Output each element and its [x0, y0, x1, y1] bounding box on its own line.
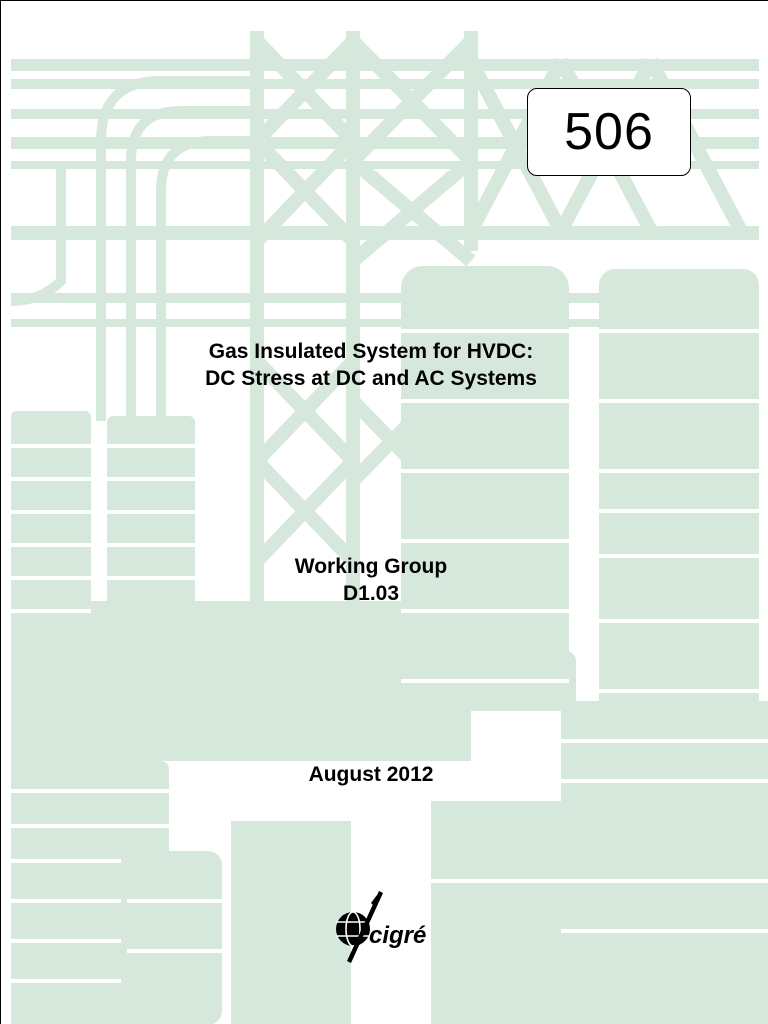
title-line-2: DC Stress at DC and AC Systems	[205, 367, 537, 390]
brochure-number-box: 506	[527, 88, 691, 176]
publication-date: August 2012	[308, 763, 434, 786]
svg-text:cigré: cigré	[369, 922, 426, 949]
brochure-title: Gas Insulated System for HVDC: DC Stress…	[101, 338, 641, 392]
cigre-logo: cigré	[336, 891, 426, 963]
title-line-1: Gas Insulated System for HVDC:	[208, 340, 534, 363]
working-group-label: Working Group	[294, 555, 448, 578]
working-group-code: D1.03	[342, 582, 400, 605]
brochure-number: 506	[564, 103, 654, 161]
working-group: Working Group D1.03	[221, 553, 521, 607]
